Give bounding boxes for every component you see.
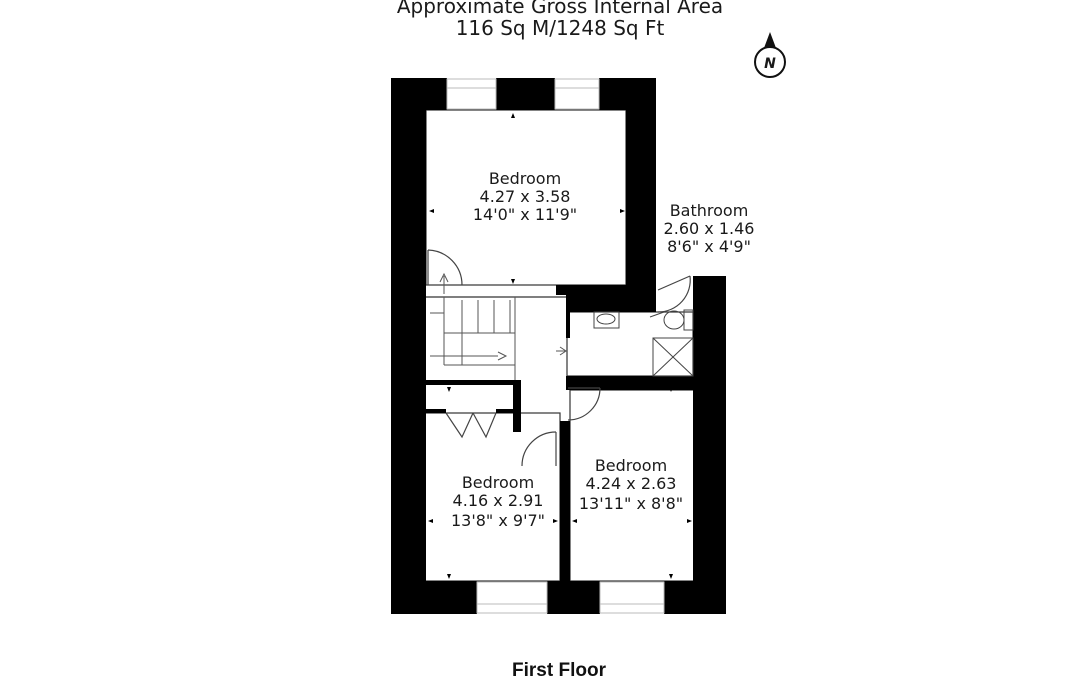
room-bedroom-right: Bedroom 4.24 x 2.63 13'11" x 8'8"	[579, 456, 683, 513]
room-name: Bathroom	[670, 201, 749, 220]
bathroom-fixtures	[593, 309, 694, 377]
room-metric: 2.60 x 1.46	[664, 219, 755, 238]
room-imperial: 14'0" x 11'9"	[473, 205, 577, 224]
area-title: Approximate Gross Internal Area	[396, 0, 724, 18]
stairs	[430, 272, 567, 380]
floor-label: First Floor	[512, 660, 606, 681]
walls	[391, 78, 726, 614]
area-size: 116 Sq M/1248 Sq Ft	[455, 16, 665, 40]
room-imperial: 8'6" x 4'9"	[667, 237, 751, 256]
room-bedroom-top: Bedroom 4.27 x 3.58 14'0" x 11'9"	[473, 169, 577, 224]
room-imperial: 13'11" x 8'8"	[579, 494, 683, 513]
room-metric: 4.27 x 3.58	[480, 187, 571, 206]
compass-label: N	[764, 56, 776, 72]
room-bathroom: Bathroom 2.60 x 1.46 8'6" x 4'9"	[664, 201, 755, 256]
compass-icon: N	[754, 32, 786, 78]
room-bedroom-left: Bedroom 4.16 x 2.91 13'8" x 9'7"	[451, 473, 545, 530]
room-name: Bedroom	[595, 456, 667, 475]
room-metric: 4.16 x 2.91	[453, 491, 544, 510]
windows	[446, 78, 665, 614]
room-name: Bedroom	[462, 473, 534, 492]
room-name: Bedroom	[489, 169, 561, 188]
room-imperial: 13'8" x 9'7"	[451, 511, 545, 530]
doors	[427, 249, 691, 467]
room-metric: 4.24 x 2.63	[586, 474, 677, 493]
dimension-markers	[428, 113, 692, 579]
